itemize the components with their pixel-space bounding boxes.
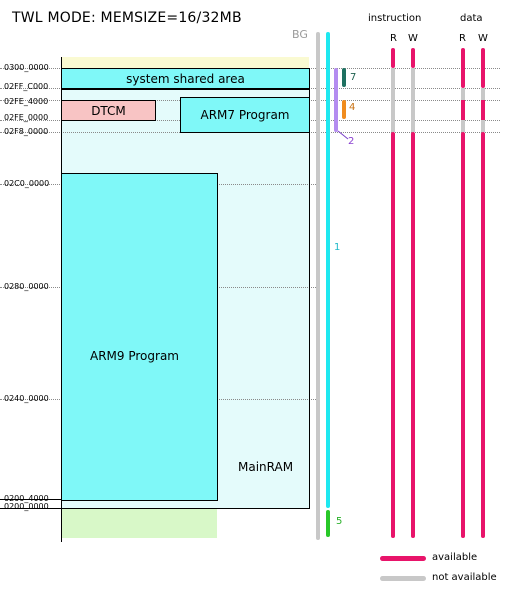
addr-0240: 0240_0000	[4, 394, 49, 403]
instr-r-available-bottom	[391, 132, 395, 538]
data-w-header: W	[478, 33, 488, 44]
addr-02FE4: 02FE_4000	[4, 97, 49, 106]
region-dtcm: DTCM	[61, 100, 156, 121]
data-r-unavailable-2	[461, 120, 465, 132]
bar-7-label: 7	[350, 72, 357, 83]
legend-available-label: available	[432, 552, 478, 563]
mainram-label: MainRAM	[238, 460, 294, 474]
data-w-unavailable-2	[481, 120, 485, 132]
addr-02004: 0200_4000	[4, 494, 49, 503]
region-system-shared: system shared area	[61, 68, 310, 89]
line-0200	[0, 508, 310, 509]
data-r-unavailable-1	[461, 88, 465, 100]
data-w-available-mid	[481, 100, 485, 120]
region-bottom-green	[61, 508, 217, 538]
instr-w-available-top	[411, 48, 415, 68]
bar-2-leader	[337, 130, 349, 140]
data-r-available-top	[461, 48, 465, 88]
bar-2	[334, 68, 338, 132]
instr-r-unavailable	[391, 68, 395, 132]
bar-7	[342, 68, 346, 87]
addr-0280: 0280_0000	[4, 282, 49, 291]
region-arm7: ARM7 Program	[180, 97, 310, 133]
bar-4-label: 4	[349, 102, 356, 113]
bar-5	[326, 510, 330, 537]
instr-r-available-top	[391, 48, 395, 68]
bar-4	[342, 100, 346, 119]
addr-0200: 0200_0000	[4, 502, 49, 511]
line-sys-bottom	[61, 89, 309, 90]
instr-w-header: W	[408, 33, 418, 44]
region-top-reserved	[61, 57, 309, 68]
addr-02C0: 02C0_0000	[4, 179, 50, 188]
map-right-border	[309, 89, 310, 508]
data-w-available-bottom	[481, 132, 485, 538]
dtcm-label: DTCM	[91, 103, 126, 118]
legend-not-available-swatch	[380, 576, 426, 581]
instruction-header: instruction	[368, 13, 422, 24]
page-title: TWL MODE: MEMSIZE=16/32MB	[12, 10, 242, 26]
data-w-available-top	[481, 48, 485, 88]
bar-2-label: 2	[348, 136, 355, 147]
data-r-available-mid	[461, 100, 465, 120]
data-header: data	[460, 13, 483, 24]
addr-02FFC: 02FF_C000	[4, 82, 49, 91]
bar-1-label: 1	[334, 242, 341, 253]
bg-bar	[316, 32, 320, 540]
arm7-label: ARM7 Program	[200, 108, 290, 122]
data-r-header: R	[459, 33, 466, 44]
legend-not-available-label: not available	[432, 572, 497, 583]
line-02004	[0, 499, 62, 500]
data-w-unavailable-1	[481, 88, 485, 100]
region-arm9: ARM9 Program	[61, 173, 218, 501]
bg-label: BG	[292, 28, 308, 41]
bar-1	[326, 32, 330, 508]
addr-0300: 0300_0000	[4, 63, 49, 72]
legend-available-swatch	[380, 556, 426, 561]
addr-02F8: 02F8_0000	[4, 127, 49, 136]
instr-w-unavailable	[411, 68, 415, 132]
addr-02FE0: 02FE_0000	[4, 113, 49, 122]
data-r-available-bottom	[461, 132, 465, 538]
arm9-label: ARM9 Program	[90, 349, 179, 363]
system-shared-label: system shared area	[126, 71, 245, 86]
bar-5-label: 5	[336, 516, 343, 527]
instr-r-header: R	[390, 33, 397, 44]
instr-w-available-bottom	[411, 132, 415, 538]
